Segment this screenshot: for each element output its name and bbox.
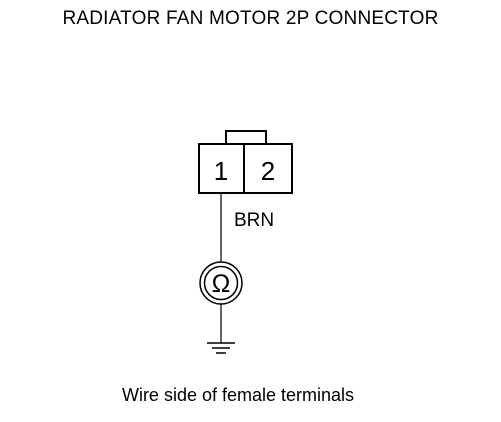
ground-icon xyxy=(207,342,235,354)
diagram-title: RADIATOR FAN MOTOR 2P CONNECTOR xyxy=(62,8,439,29)
pin-1-label: 1 xyxy=(214,156,228,186)
connector-body xyxy=(198,143,293,194)
connector-2p xyxy=(198,130,293,194)
ohm-symbol: Ω xyxy=(212,270,231,298)
ohmmeter-icon: Ω xyxy=(199,261,243,305)
pin-2-label: 2 xyxy=(261,156,275,186)
connector-latch-tab xyxy=(225,130,267,145)
diagram-caption: Wire side of female terminals xyxy=(121,385,355,405)
wire-color-label: BRN xyxy=(234,210,274,231)
